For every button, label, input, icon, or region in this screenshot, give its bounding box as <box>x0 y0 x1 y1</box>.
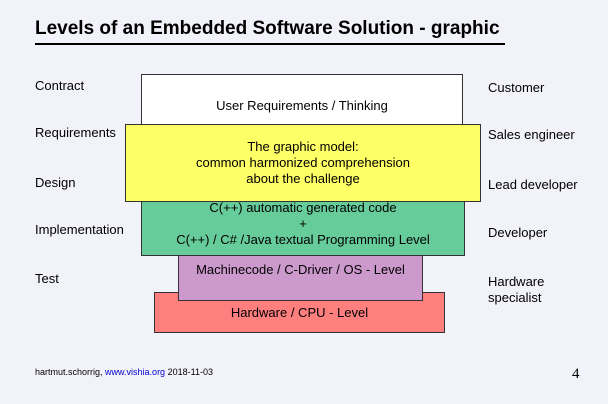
label-lead-developer: Lead developer <box>488 177 578 192</box>
label-requirements: Requirements <box>35 125 116 140</box>
footer-author: hartmut.schorrig, <box>35 367 103 377</box>
label-developer: Developer <box>488 225 548 240</box>
slide-title: Levels of an Embedded Software Solution … <box>35 18 505 45</box>
graphic-model-box: The graphic model: common harmonized com… <box>125 124 481 202</box>
label-design: Design <box>35 175 76 190</box>
label-customer: Customer <box>488 80 545 95</box>
label-hardware-specialist: Hardware specialist <box>488 274 545 305</box>
label-implementation: Implementation <box>35 222 124 237</box>
label-test: Test <box>35 271 59 286</box>
footer-link[interactable]: www.vishia.org <box>105 367 166 377</box>
footer-date: 2018-11-03 <box>167 367 213 377</box>
programming-level-box: C(++) automatic generated code + C(++) /… <box>141 196 465 256</box>
machinecode-level-box: Machinecode / C-Driver / OS - Level <box>178 253 423 301</box>
label-sales-engineer: Sales engineer <box>488 127 575 142</box>
label-contract: Contract <box>35 78 85 93</box>
footer: hartmut.schorrig, www.vishia.org 2018-11… <box>35 367 213 377</box>
page-number: 4 <box>572 366 580 382</box>
